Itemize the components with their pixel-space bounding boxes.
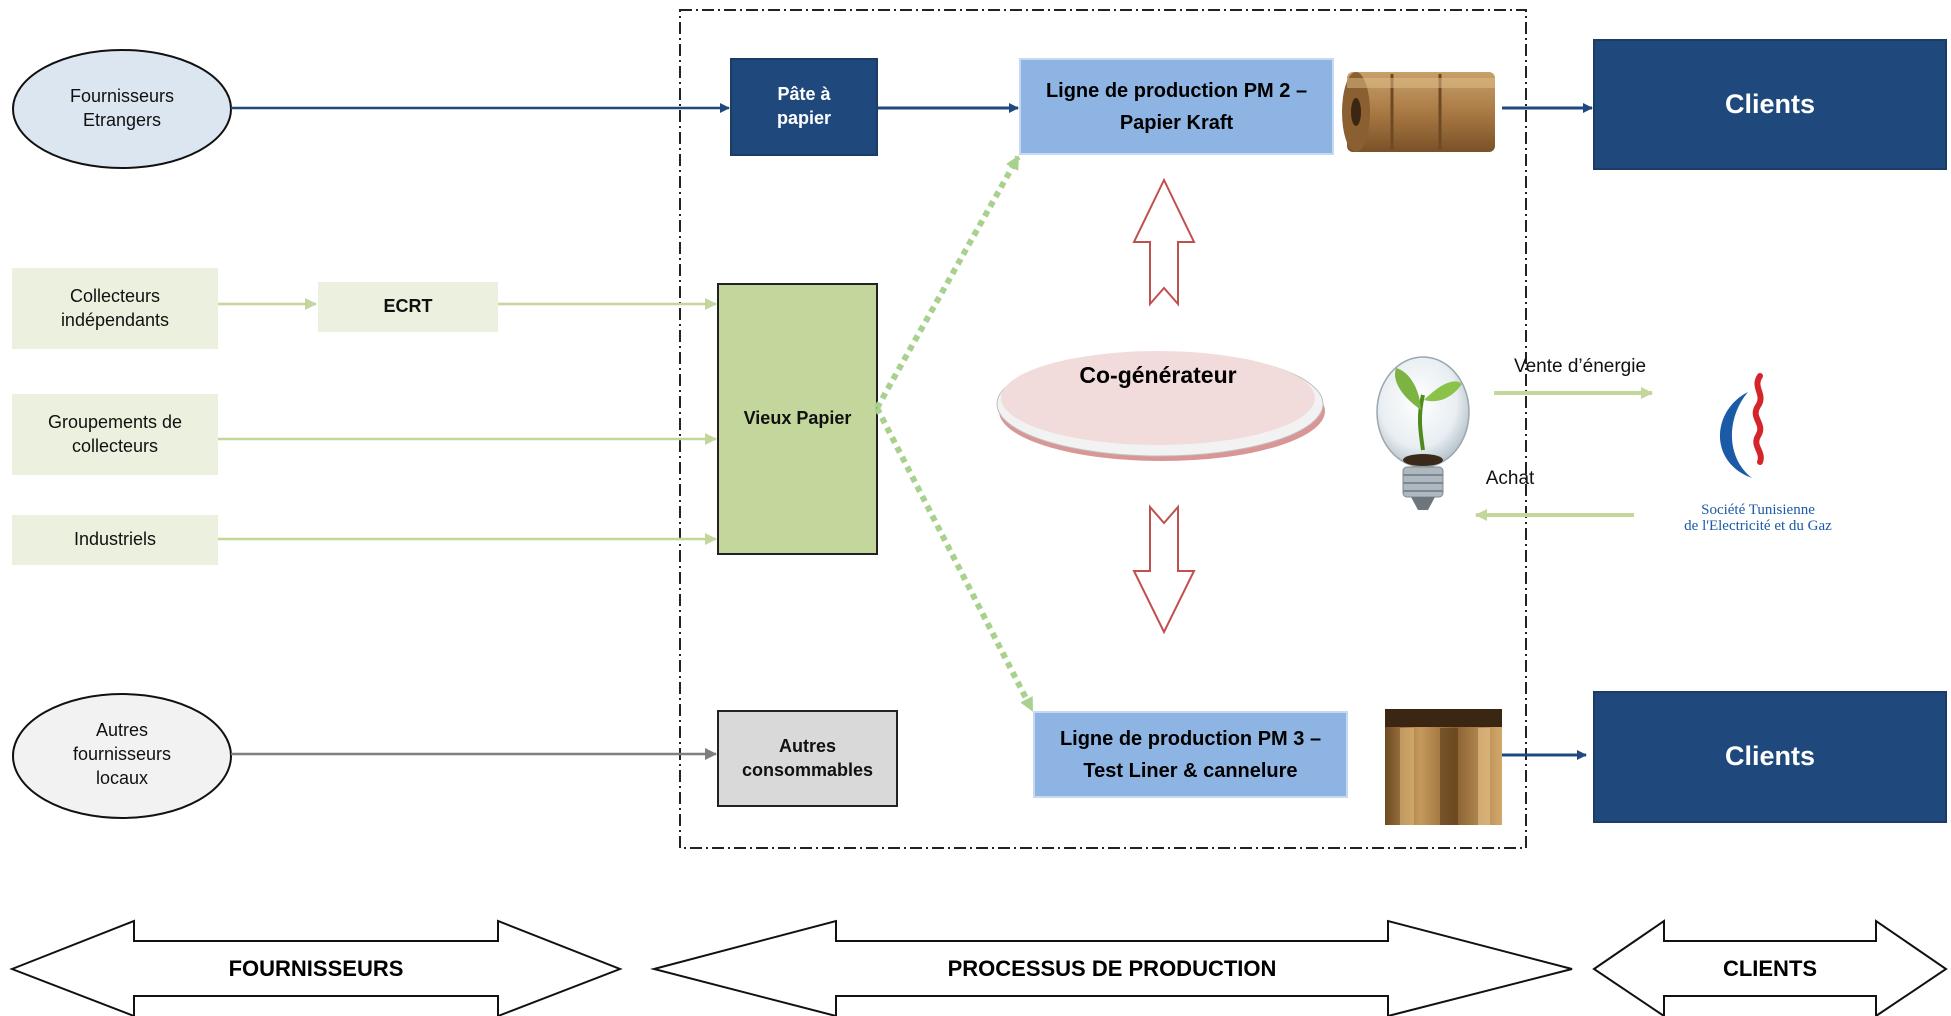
clients-top-label: Clients — [1724, 88, 1816, 119]
other-consumables-box — [717, 710, 898, 807]
cogen-up-arrow — [1132, 177, 1196, 307]
pulp-label: Pâte à papier — [776, 84, 832, 128]
suppliers-section-arrow — [9, 919, 623, 1016]
pm2-box — [1019, 58, 1334, 155]
production-frame — [679, 9, 1527, 849]
ecrt-box — [318, 282, 498, 332]
ecrt-label: ECRT — [383, 296, 433, 317]
industrials-label: Industriels — [73, 529, 157, 550]
cogen-down-arrow — [1132, 504, 1196, 635]
old-paper-to-pm3-dotted — [874, 406, 1035, 712]
clients-bottom-box — [1593, 691, 1947, 823]
pm2-label: Ligne de production PM 2 – Papier Kraft — [1045, 79, 1308, 134]
energy-purchase-label: Achat — [1485, 468, 1535, 490]
clients-section-arrow — [1592, 919, 1948, 1016]
production-section-arrow — [650, 919, 1573, 1016]
old-paper-to-pm2-dotted — [874, 155, 1021, 410]
cogenerator-oval — [1001, 351, 1315, 445]
clients-top-box — [1593, 39, 1947, 170]
old-paper-label: Vieux Papier — [743, 408, 852, 429]
clients-bottom-label: Clients — [1724, 741, 1816, 772]
pm3-label: Ligne de production PM 3 – Test Liner & … — [1059, 727, 1322, 782]
lightbulb-plant-icon — [1376, 356, 1470, 510]
local-suppliers-label: Autres fournisseurs locaux — [72, 720, 172, 788]
independent-collectors-label: Collecteurs indépendants — [60, 285, 170, 330]
suppliers-section-label: FOURNISSEURS — [228, 955, 404, 981]
clients-section-label: CLIENTS — [1722, 955, 1818, 981]
old-paper-box — [717, 283, 878, 555]
foreign-suppliers-label: Fournisseurs Etrangers — [69, 86, 175, 130]
kraft-rolls-image — [1342, 72, 1495, 152]
local-suppliers-oval — [12, 693, 232, 819]
steg-logo-text: Société Tunisienne de l'Electricité et d… — [1684, 501, 1832, 535]
other-consumables-label: Autres consommables — [741, 735, 874, 780]
pm3-box — [1033, 711, 1348, 798]
energy-sale-label: Vente d’énergie — [1513, 356, 1647, 378]
collector-groups-box — [12, 394, 218, 475]
production-section-label: PROCESSUS DE PRODUCTION — [947, 955, 1277, 981]
collector-groups-label: Groupements de collecteurs — [47, 411, 183, 456]
test-liner-image — [1385, 709, 1502, 825]
cogenerator-label: Co-générateur — [1079, 361, 1237, 388]
independent-collectors-box — [12, 268, 218, 349]
industrials-box — [12, 515, 218, 565]
steg-logo-icon — [1720, 373, 1764, 478]
